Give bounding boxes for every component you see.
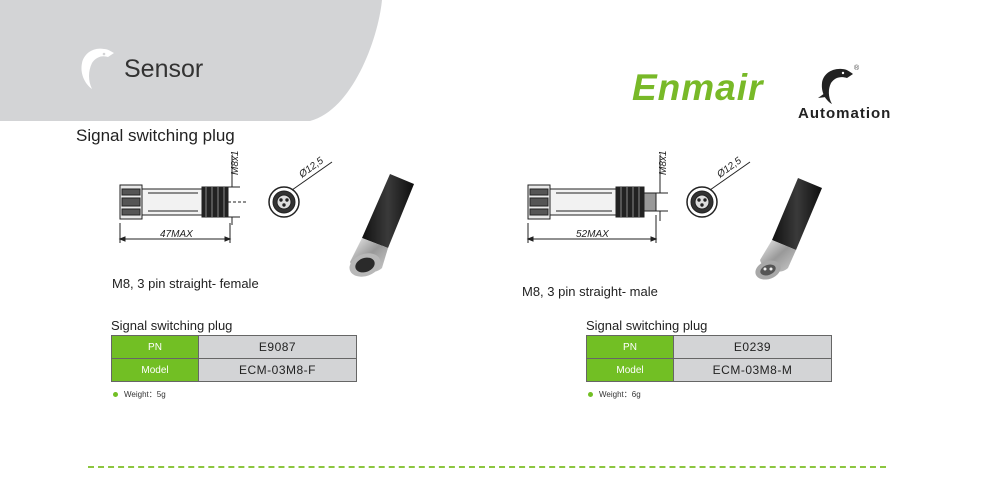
dimension-thread: M8x1 xyxy=(658,151,669,175)
table-row: Model ECM-03M8-M xyxy=(586,358,832,382)
spec-table-title: Signal switching plug xyxy=(111,318,233,333)
female-plug-drawing: 47MAX M8x1 xyxy=(118,151,246,243)
female-plug-photo xyxy=(349,174,414,277)
brand-subtitle: Automation xyxy=(798,105,892,122)
spec-table: PN E0239 Model ECM-03M8-M xyxy=(586,335,832,382)
male-plug-drawing: 52MAX M8x1 xyxy=(526,151,669,243)
table-row: PN E0239 xyxy=(586,335,832,359)
pn-value: E9087 xyxy=(198,335,357,359)
weight-text: Weight：5g xyxy=(124,390,166,399)
header-background xyxy=(0,0,382,121)
male-plug-end-view: Ø12,5 xyxy=(686,155,751,218)
table-row: PN E9087 xyxy=(111,335,357,359)
spec-table-title: Signal switching plug xyxy=(586,318,708,333)
brand-name: Enmair xyxy=(632,67,764,108)
weight-note: Weight：6g xyxy=(586,389,832,400)
female-plug-end-view: Ø12,5 xyxy=(268,155,333,218)
dolphin-brand-icon xyxy=(818,68,853,104)
pn-value: E0239 xyxy=(673,335,832,359)
model-label: Model xyxy=(586,358,674,382)
pn-label: PN xyxy=(111,335,199,359)
spec-table-male: Signal switching plug PN E0239 Model ECM… xyxy=(586,318,832,400)
section-title: Signal switching plug xyxy=(76,126,235,145)
spec-table-female: Signal switching plug PN E9087 Model ECM… xyxy=(111,318,357,400)
male-plug-photo xyxy=(755,178,822,280)
bullet-icon xyxy=(588,392,593,397)
model-value: ECM-03M8-M xyxy=(673,358,832,382)
model-value: ECM-03M8-F xyxy=(198,358,357,382)
weight-note: Weight：5g xyxy=(111,389,357,400)
table-row: Model ECM-03M8-F xyxy=(111,358,357,382)
dimension-length: 47MAX xyxy=(160,229,193,240)
pn-label: PN xyxy=(586,335,674,359)
registered-mark: ® xyxy=(854,65,860,72)
model-label: Model xyxy=(111,358,199,382)
bullet-icon xyxy=(113,392,118,397)
dolphin-logo-icon xyxy=(81,48,114,89)
product-caption: M8, 3 pin straight- female xyxy=(112,276,259,291)
product-caption: M8, 3 pin straight- male xyxy=(522,284,658,299)
dashed-divider xyxy=(88,466,886,468)
dimension-length: 52MAX xyxy=(576,229,609,240)
weight-text: Weight：6g xyxy=(599,390,641,399)
spec-table: PN E9087 Model ECM-03M8-F xyxy=(111,335,357,382)
dimension-thread: M8x1 xyxy=(230,151,241,175)
page-title: Sensor xyxy=(124,55,204,83)
dimension-diameter: Ø12,5 xyxy=(296,155,326,181)
brand-logo: Enmair ® Automation xyxy=(632,65,922,129)
